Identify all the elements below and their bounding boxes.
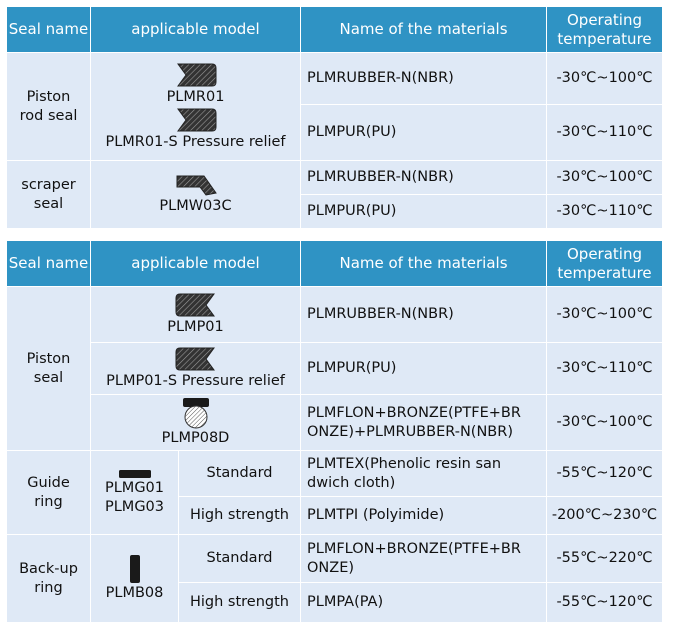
model-label: PLMR01 bbox=[166, 88, 225, 105]
table-row: scraper seal PLMW03C PLMRUBBER-N(NBR) -3… bbox=[6, 160, 663, 229]
seal-profile-icon bbox=[176, 63, 216, 86]
variant-high-strength: High strength bbox=[178, 582, 301, 623]
model-cell-guide-ring: PLMG01 PLMG03 bbox=[90, 450, 179, 535]
model-label: PLMB08 bbox=[105, 585, 164, 601]
header-materials: Name of the materials bbox=[300, 6, 547, 53]
temperature-cell: -200℃~230℃ bbox=[546, 496, 663, 535]
table-row: Piston rod seal PLMR01 PLMR01-S Pressure… bbox=[6, 52, 663, 161]
temperature-cell: -55℃~120℃ bbox=[546, 450, 663, 497]
temperature-cell: -30℃~110℃ bbox=[546, 194, 663, 229]
ring-seal-icon bbox=[182, 398, 209, 429]
header-row: Seal name applicable model Name of the m… bbox=[6, 240, 663, 287]
guide-ring-icon bbox=[118, 469, 151, 478]
seal-name-scraper: scraper seal bbox=[6, 160, 91, 229]
temperature-cell: -30℃~100℃ bbox=[546, 52, 663, 105]
header-temperature: Operating temperature bbox=[546, 6, 663, 53]
model-cell-piston-1: PLMP01 bbox=[90, 286, 301, 343]
variant-standard: Standard bbox=[178, 534, 301, 583]
variant-standard: Standard bbox=[178, 450, 301, 497]
header-temperature: Operating temperature bbox=[546, 240, 663, 287]
header-applicable-model: applicable model bbox=[90, 6, 301, 53]
temperature-cell: -30℃~110℃ bbox=[546, 342, 663, 395]
seal-table-1: Seal name applicable model Name of the m… bbox=[6, 6, 663, 229]
model-cell-scraper: PLMW03C bbox=[90, 160, 301, 229]
model-label: PLMP08D bbox=[161, 430, 230, 446]
model-cell-piston-2: PLMP01-S Pressure relief bbox=[90, 342, 301, 395]
backup-ring-icon bbox=[129, 555, 140, 583]
material-cell: PLMRUBBER-N(NBR) bbox=[300, 52, 547, 105]
model-label: PLMG01 bbox=[104, 479, 165, 496]
material-cell: PLMRUBBER-N(NBR) bbox=[300, 286, 547, 343]
material-cell: PLMFLON+BRONZE(PTFE+BR ONZE)+PLMRUBBER-N… bbox=[300, 394, 547, 451]
temperature-cell: -55℃~120℃ bbox=[546, 582, 663, 623]
model-label: PLMP01-S Pressure relief bbox=[106, 373, 285, 389]
seal-name-piston-rod: Piston rod seal bbox=[6, 52, 91, 161]
header-applicable-model: applicable model bbox=[90, 240, 301, 287]
seal-profile-icon bbox=[175, 347, 215, 371]
material-cell: PLMPA(PA) bbox=[300, 582, 547, 623]
model-cell-piston-3: PLMP08D bbox=[90, 394, 301, 451]
model-cell-backup-ring: PLMB08 bbox=[90, 534, 179, 623]
material-cell: PLMTPI (Polyimide) bbox=[300, 496, 547, 535]
material-cell: PLMPUR(PU) bbox=[300, 342, 547, 395]
seal-name-guide-ring: Guide ring bbox=[6, 450, 91, 535]
seal-profile-icon bbox=[175, 293, 215, 317]
temperature-cell: -55℃~220℃ bbox=[546, 534, 663, 583]
table-row: PLMP08D PLMFLON+BRONZE(PTFE+BR ONZE)+PLM… bbox=[7, 394, 663, 451]
scraper-profile-icon bbox=[176, 175, 217, 196]
material-cell: PLMPUR(PU) bbox=[300, 194, 547, 229]
seal-table-2: Seal name applicable model Name of the m… bbox=[6, 240, 663, 623]
table-row: PLMPUR(PU) -30℃~110℃ bbox=[7, 194, 663, 229]
table-row: Back-up ring PLMB08 Standard PLMFLON+BRO… bbox=[6, 534, 663, 623]
table-row: PLMP01-S Pressure relief PLMPUR(PU) -30℃… bbox=[7, 342, 663, 395]
temperature-cell: -30℃~100℃ bbox=[546, 394, 663, 451]
table-row: Guide ring PLMG01 PLMG03 Standard PLMTEX… bbox=[6, 450, 663, 535]
material-cell: PLMRUBBER-N(NBR) bbox=[300, 160, 547, 195]
model-cell-piston-rod: PLMR01 PLMR01-S Pressure relief bbox=[90, 52, 301, 161]
seal-name-backup-ring: Back-up ring bbox=[6, 534, 91, 623]
header-seal-name: Seal name bbox=[6, 6, 91, 53]
table-row: PLMPUR(PU) -30℃~110℃ bbox=[7, 104, 663, 161]
material-cell: PLMFLON+BRONZE(PTFE+BR ONZE) bbox=[300, 534, 547, 583]
temperature-cell: -30℃~110℃ bbox=[546, 104, 663, 161]
material-cell: PLMTEX(Phenolic resin san dwich cloth) bbox=[300, 450, 547, 497]
table-row: High strength PLMPA(PA) -55℃~120℃ bbox=[7, 582, 663, 623]
model-label: PLMP01 bbox=[167, 319, 224, 335]
model-label: PLMR01-S Pressure relief bbox=[105, 133, 286, 150]
model-label: PLMG03 bbox=[104, 498, 165, 515]
seal-profile-icon bbox=[176, 108, 216, 131]
temperature-cell: -30℃~100℃ bbox=[546, 286, 663, 343]
material-cell: PLMPUR(PU) bbox=[300, 104, 547, 161]
table-row: Piston seal PLMP01 PLMRUBBER-N(NBR) -30℃… bbox=[6, 286, 663, 451]
variant-high-strength: High strength bbox=[178, 496, 301, 535]
temperature-cell: -30℃~100℃ bbox=[546, 160, 663, 195]
header-seal-name: Seal name bbox=[6, 240, 91, 287]
seal-name-piston: Piston seal bbox=[6, 286, 91, 451]
header-row: Seal name applicable model Name of the m… bbox=[6, 6, 663, 53]
model-label: PLMW03C bbox=[159, 198, 232, 214]
header-materials: Name of the materials bbox=[300, 240, 547, 287]
